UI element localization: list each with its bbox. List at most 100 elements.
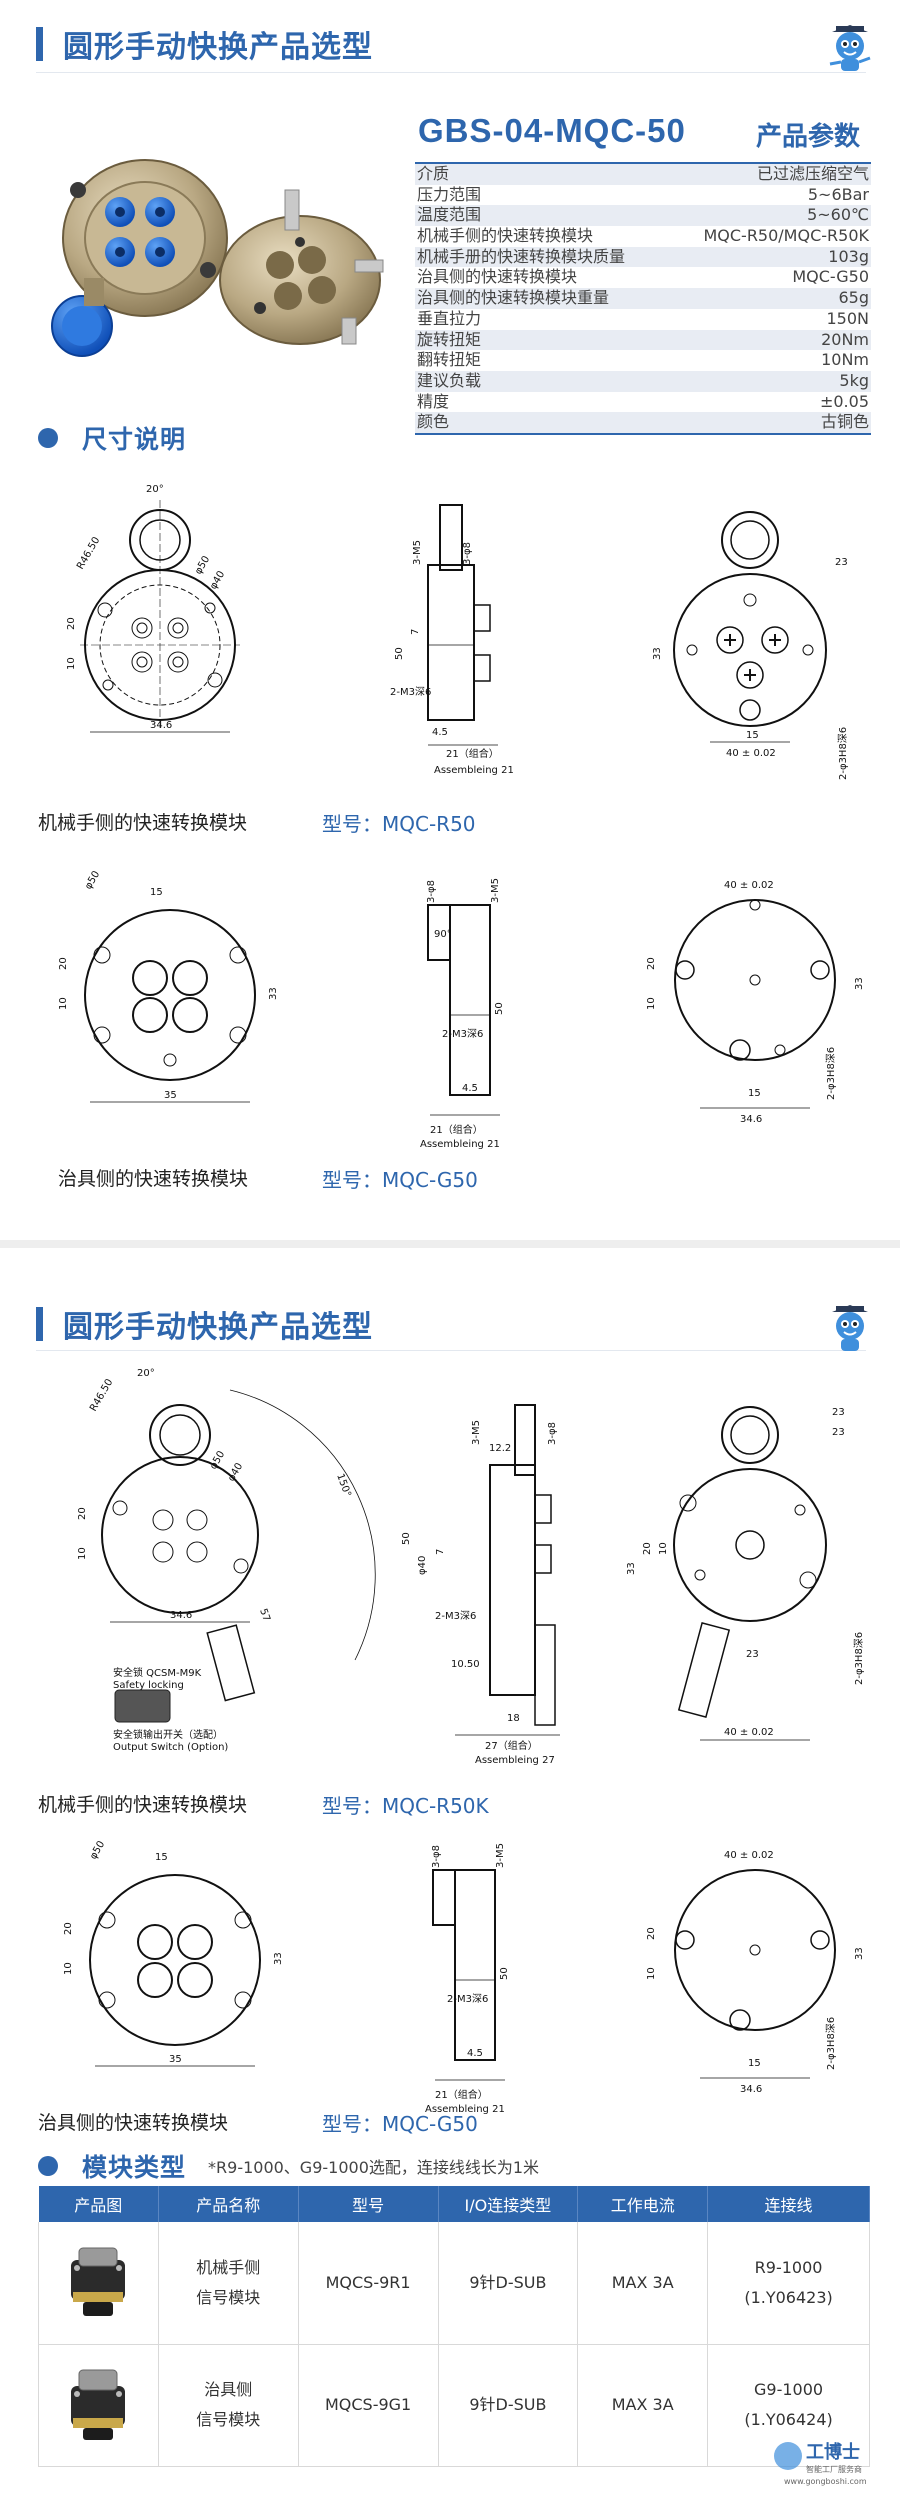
param-label: 压力范围	[417, 184, 482, 204]
dim-label: 33	[854, 1947, 865, 1960]
param-label: 介质	[417, 164, 450, 183]
dim-label: 20	[63, 1922, 74, 1935]
watermark-brand: 工博士	[806, 2441, 860, 2463]
dim-label: 33	[273, 1952, 284, 1965]
dim-label: 7	[410, 629, 421, 635]
param-label: 治具侧的快速转换模块	[417, 267, 578, 287]
dim-label: 20°	[137, 1368, 155, 1379]
dim-label: 33	[652, 647, 663, 660]
dim-label: 2-φ3H8深6	[825, 1047, 837, 1100]
param-label: 垂直拉力	[417, 308, 482, 328]
product-model-title: GBS-04-MQC-50	[418, 112, 686, 149]
dim-label: 50	[499, 1967, 510, 1980]
drawing-g50-side: 3-φ8 3-M5 90° 50 2-M3深6 4.5 21（组合） Assem…	[390, 865, 550, 1150]
dim-label: 27（组合）	[485, 1739, 538, 1752]
param-value: 103g	[828, 246, 869, 266]
product-photo	[50, 120, 390, 370]
dim-label: R46.50	[75, 535, 102, 571]
dim-label: 15	[155, 1852, 168, 1863]
dim-label: φ40	[226, 1461, 245, 1483]
param-label: 旋转扭矩	[417, 329, 482, 349]
param-value: MQC-R50/MQC-R50K	[703, 226, 869, 246]
param-row: 颜色 古铜色	[415, 412, 871, 433]
table-header: 连接线	[707, 2186, 870, 2222]
dim-label: 40 ± 0.02	[724, 1850, 774, 1861]
param-value: 20Nm	[821, 329, 869, 349]
dim-label: 40 ± 0.02	[724, 880, 774, 891]
model-cell: MQCS-9G1	[298, 2344, 439, 2467]
dim-label: φ40	[208, 569, 227, 591]
io-cell: 9针D-SUB	[438, 2222, 579, 2345]
table-header-row: 产品图 产品名称 型号 I/O连接类型 工作电流 连接线	[38, 2186, 870, 2222]
drawing-g50-back-2: 40 ± 0.02 20 10 33 15 34.6 2-φ3H8深6	[640, 1840, 870, 2100]
dim-label: 10	[66, 657, 77, 670]
dim-label: 90°	[434, 929, 452, 940]
param-value: 古铜色	[820, 412, 869, 432]
modules-table: 产品图 产品名称 型号 I/O连接类型 工作电流 连接线	[38, 2186, 870, 2467]
modules-title: 模块类型	[82, 2153, 187, 2182]
param-label: 颜色	[417, 412, 450, 432]
dim-label: 150°	[334, 1472, 353, 1498]
param-value: 65g	[838, 288, 869, 308]
cable-line1: R9-1000	[754, 2257, 823, 2277]
drawing-g50-front: 35 15 φ50 20 10 33	[50, 860, 280, 1130]
dim-label: 34.6	[740, 2084, 762, 2095]
table-header: 产品图	[38, 2186, 159, 2222]
dim-label: 12.2	[489, 1443, 511, 1454]
param-label: 翻转扭矩	[417, 350, 482, 370]
drawing-g50-front-2: 35 15 φ50 20 10 33	[55, 1830, 285, 2090]
dim-label: 21（组合）	[446, 747, 499, 760]
drawing-r50-side: 3-M5 3-φ8 50 7 2-M3深6 4.5 21（组合） Assembl…	[380, 495, 550, 795]
product-name-cell: 治具侧 信号模块	[158, 2344, 299, 2467]
cable-cell: R9-1000 (1.Y06423)	[707, 2222, 870, 2345]
dim-label: 3-φ8	[431, 1845, 442, 1868]
drawing-r50k-back: 23 23 33 20 10 23 40 ± 0.02 2-φ3H8深6	[620, 1395, 870, 1765]
section1-title: 圆形手动快换产品选型	[63, 30, 373, 65]
dim-label: φ50	[193, 554, 212, 576]
dim-label: 3-M5	[471, 1420, 482, 1445]
dim-label: 4.5	[462, 1083, 478, 1094]
mascot-icon	[826, 22, 874, 74]
product-image-cell	[38, 2222, 159, 2345]
model-g50: 型号：MQC-G50	[322, 1168, 478, 1192]
table-header: 产品名称	[158, 2186, 299, 2222]
dim-label: 15	[748, 1088, 761, 1099]
dim-label: 33	[626, 1562, 637, 1575]
dim-label: 33	[854, 977, 865, 990]
section2-title: 圆形手动快换产品选型	[63, 1310, 373, 1345]
dim-label: 15	[150, 887, 163, 898]
model-g50-2: 型号：MQC-G50	[322, 2112, 478, 2136]
param-value: 150N	[826, 308, 869, 328]
drawing-r50k-front: 34.6 20° R46.50 φ50 φ40 150° 57 20 10 安全…	[55, 1360, 385, 1780]
param-value: 已过滤压缩空气	[756, 164, 869, 183]
dim-label: 10	[646, 997, 657, 1010]
dim-label: φ50	[88, 1839, 107, 1861]
dim-label: R46.50	[88, 1377, 115, 1413]
caption-r50k: 机械手侧的快速转换模块	[38, 1794, 248, 1816]
drawing-g50-side-2: 3-φ8 3-M5 50 2-M3深6 4.5 21（组合） Assemblei…	[395, 1830, 555, 2115]
dim-label: 10	[646, 1967, 657, 1980]
param-row: 旋转扭矩 20Nm	[415, 329, 871, 351]
dim-label: 10	[58, 997, 69, 1010]
dim-label: 20	[66, 617, 77, 630]
dim-label: 2-φ3H8深6	[837, 727, 849, 780]
param-row: 精度±0.05	[415, 392, 871, 413]
lock-label-cn: 安全锁 QCSM-M9K	[113, 1666, 202, 1679]
cable-line2: (1.Y06424)	[744, 2410, 833, 2429]
product-name-line2: 信号模块	[196, 2287, 261, 2307]
watermark-url: www.gongboshi.com	[784, 2477, 867, 2486]
section2-header: 圆形手动快换产品选型	[36, 1302, 373, 1346]
param-label: 精度	[417, 391, 450, 411]
modules-subheading: 模块类型 *R9-1000、G9-1000选配，连接线线长为1米	[38, 2148, 539, 2184]
header-divider	[36, 72, 866, 73]
title-accent-bar	[36, 27, 43, 61]
dim-label: 20	[642, 1542, 653, 1555]
param-value: 10Nm	[821, 350, 869, 370]
dim-label: 40 ± 0.02	[724, 1727, 774, 1738]
param-value: 5~60℃	[807, 205, 869, 225]
dsub-connector-image	[53, 2238, 143, 2328]
dim-label: 35	[169, 2054, 182, 2065]
